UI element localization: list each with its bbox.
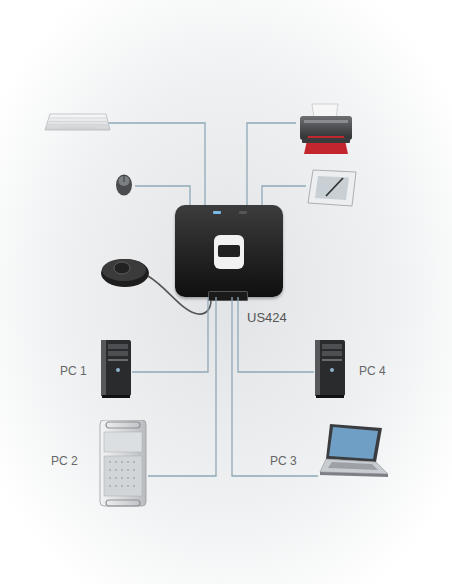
printer-cable [247,123,296,205]
kvm-switch: US424 [175,205,283,297]
keyboard [45,114,110,130]
logo-mark [218,245,240,257]
mac-pro [98,420,148,508]
port-strip [208,291,248,301]
tablet-cable [262,186,306,205]
node-label: PC 4 [359,364,386,378]
tower-pc [100,340,132,398]
status-led [239,211,247,214]
usb-cable [238,297,314,372]
computer: PC 1 [100,340,132,398]
drawing-tablet [308,170,356,206]
usb-cable [232,297,318,476]
tower-pc [314,340,346,398]
usb-cable [132,297,208,372]
laptop [318,422,388,480]
usb-cable [148,297,216,476]
node-label: PC 2 [51,454,78,468]
node-label: US424 [247,311,287,325]
computer: PC 2 [98,420,148,508]
status-led [213,211,221,214]
cable [108,123,306,205]
node-label: PC 3 [270,454,297,468]
remote-switch [101,259,149,287]
printer [300,104,352,154]
computer: PC 4 [314,340,346,398]
mouse [116,175,132,196]
computer: PC 3 [318,422,388,480]
keyboard-cable [108,123,205,205]
mouse-cable [135,186,190,205]
node-label: PC 1 [60,364,87,378]
